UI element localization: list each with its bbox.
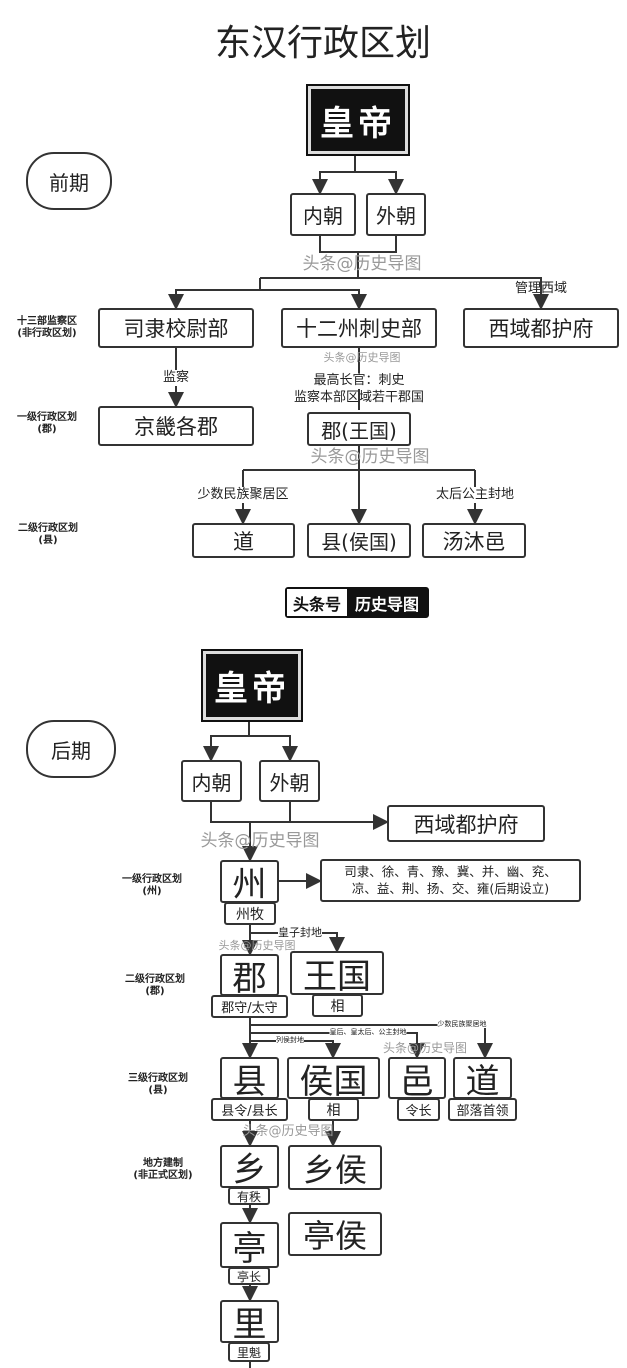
- box-tingzhang: 亭长: [228, 1267, 270, 1285]
- annotation: 监察本部区域若干郡国: [293, 390, 425, 405]
- period-label-early: 前期: [26, 152, 112, 210]
- level-label: 一级行政区划(郡): [17, 412, 77, 435]
- annotation: 少数民族聚居区: [197, 487, 289, 503]
- watermark: 头条@历史导图: [310, 447, 430, 467]
- watermark: 头条@历史导图: [382, 1041, 468, 1055]
- box-jingji: 京畿各郡: [98, 406, 254, 446]
- box-jun: 郡: [220, 954, 279, 999]
- box-houguo-xiang: 相: [308, 1098, 359, 1121]
- annotation: 监察: [162, 370, 190, 386]
- logo: 头条号 历史导图: [285, 587, 430, 618]
- annotation: 太后公主封地: [435, 487, 515, 503]
- box-xiyu: 西域都护府: [463, 308, 619, 348]
- box-wangguo-xiang: 相: [312, 994, 363, 1017]
- box-yi: 邑: [388, 1057, 446, 1102]
- box-xianling: 县令/县长: [211, 1098, 288, 1121]
- box-cishi: 十二州刺史部: [281, 308, 437, 348]
- box-houguo: 侯国: [287, 1057, 380, 1102]
- level-label: 一级行政区划(州): [122, 874, 182, 897]
- box-lingzhang: 令长: [397, 1098, 440, 1121]
- box-wangguo: 王国: [290, 951, 384, 997]
- box-outer-court: 外朝: [366, 193, 426, 236]
- box-dao: 道: [192, 523, 295, 558]
- emperor-box: 皇帝: [306, 84, 410, 156]
- annotation: 列侯封地: [276, 1036, 304, 1045]
- watermark: 头条@历史导图: [242, 1124, 334, 1139]
- page-title: 东汉行政区划: [214, 23, 432, 64]
- box-buluo: 部落首领: [448, 1098, 517, 1121]
- box-likui: 里魁: [228, 1342, 270, 1362]
- box-zhou: 州: [220, 860, 279, 905]
- emperor-box: 皇帝: [201, 649, 303, 722]
- logo-right: 历史导图: [347, 589, 428, 616]
- box-dao: 道: [453, 1057, 512, 1102]
- box-tinghou: 亭侯: [288, 1212, 382, 1256]
- box-zhou-list: 司隶、徐、青、豫、冀、并、幽、兖、凉、益、荆、扬、交、雍(后期设立): [320, 859, 581, 902]
- box-tangmu: 汤沐邑: [422, 523, 526, 558]
- annotation: 皇子封地: [278, 926, 322, 940]
- box-li: 里: [220, 1300, 279, 1345]
- box-xiyu: 西域都护府: [387, 805, 545, 842]
- box-xianghou: 乡侯: [288, 1145, 382, 1190]
- box-outer-court: 外朝: [259, 760, 320, 802]
- annotation: 少数民族聚居地: [437, 1020, 487, 1029]
- box-xiang: 乡: [220, 1145, 279, 1190]
- watermark: 头条@历史导图: [218, 939, 296, 952]
- box-zhoumu: 州牧: [224, 902, 276, 925]
- box-ting: 亭: [220, 1222, 279, 1269]
- annotation: 最高长官：刺史: [313, 373, 405, 389]
- level-label: 地方建制(非正式区划): [133, 1158, 193, 1181]
- box-jun: 郡(王国): [307, 412, 411, 446]
- watermark: 头条@历史导图: [200, 831, 320, 851]
- box-sili: 司隶校尉部: [98, 308, 254, 348]
- watermark: 头条@历史导图: [302, 254, 422, 274]
- level-label: 二级行政区划(县): [18, 523, 78, 546]
- logo-left: 头条号: [287, 589, 348, 616]
- annotation: 管理西域: [514, 281, 568, 296]
- box-youzhi: 有秩: [228, 1187, 270, 1205]
- annotation: 皇后、皇太后、公主封地: [329, 1028, 407, 1037]
- period-label-late: 后期: [26, 720, 116, 778]
- watermark: 头条@历史导图: [323, 351, 401, 364]
- box-inner-court: 内朝: [181, 760, 242, 802]
- box-inner-court: 内朝: [290, 193, 356, 236]
- box-xian: 县(侯国): [307, 523, 411, 558]
- level-label: 二级行政区划(郡): [125, 974, 185, 997]
- level-label: 十三部监察区(非行政区划): [17, 316, 77, 339]
- box-junshou: 郡守/太守: [211, 995, 288, 1018]
- box-xian: 县: [220, 1057, 279, 1102]
- level-label: 三级行政区划(县): [128, 1073, 188, 1096]
